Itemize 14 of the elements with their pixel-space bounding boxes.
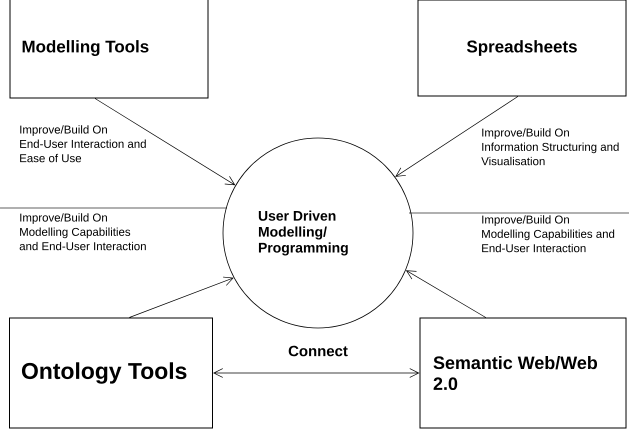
edge-label: Improve/Build On Information Structuring and Visualisation xyxy=(481,128,619,166)
arrow xyxy=(213,368,420,378)
arrow xyxy=(94,98,236,186)
arrow xyxy=(406,270,486,318)
process-box: Modelling Tools xyxy=(10,0,208,98)
arrow xyxy=(129,276,234,318)
process-box: Spreadsheets xyxy=(418,0,626,96)
process-box: Semantic Web/Web 2.0 xyxy=(420,318,626,428)
process-box: Ontology Tools xyxy=(9,318,213,428)
edge-label: Connect xyxy=(287,344,349,358)
edge-label: Improve/Build On Modelling Capabilities and End-User Interaction xyxy=(20,213,146,250)
edge-label: Improve/Build On Modelling Capabilities and End-User Interaction xyxy=(482,215,614,252)
edge-label: Improve/Build On End-User Interaction and Ease of Use xyxy=(20,125,146,162)
arrow xyxy=(395,96,518,177)
